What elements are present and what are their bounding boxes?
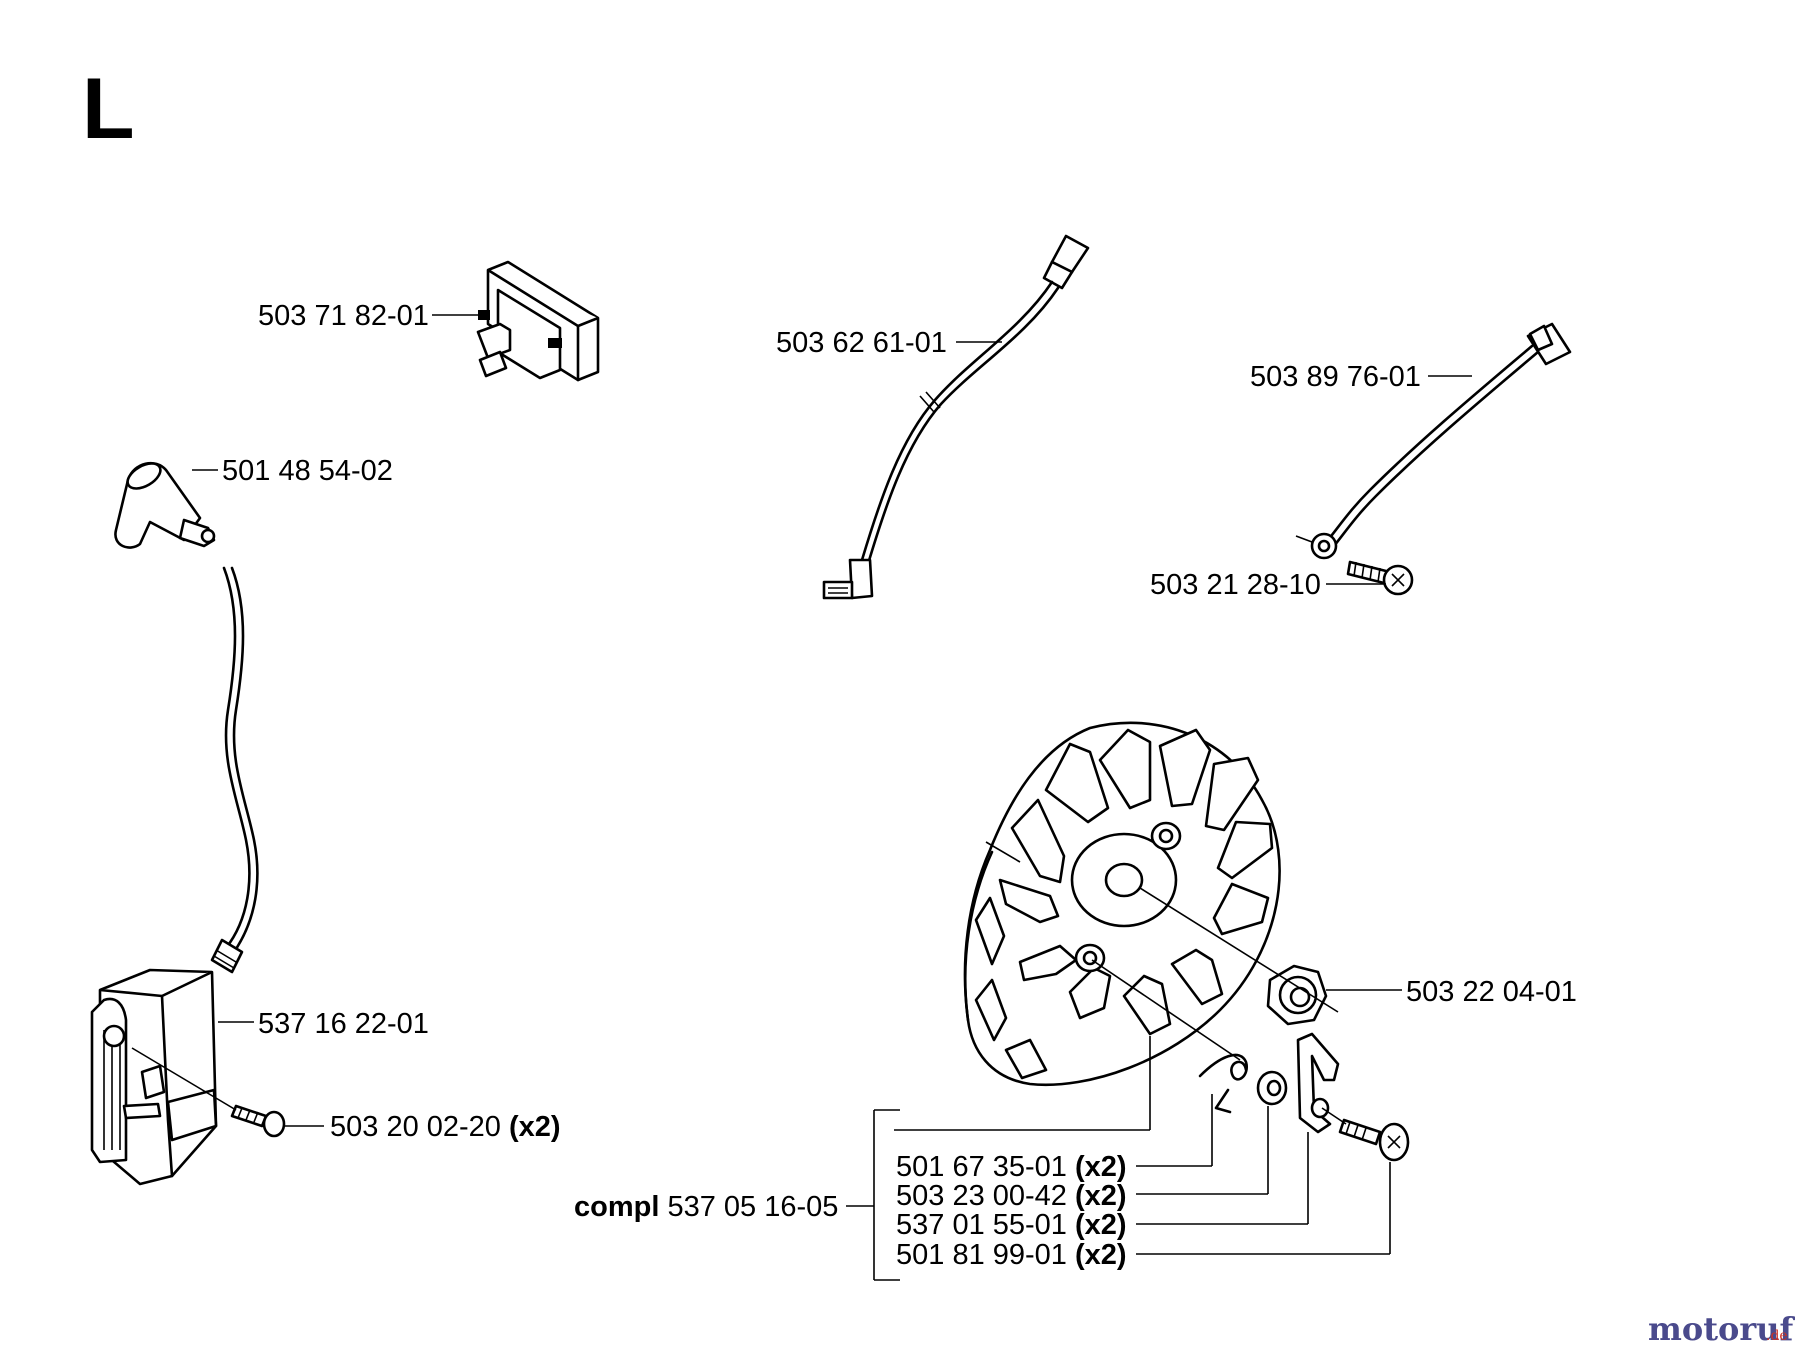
module-screw-qty: (x2) xyxy=(509,1111,561,1143)
part-label-ignition-module: 537 16 22-01 xyxy=(258,1008,429,1040)
part-label-flywheel-nut: 503 22 04-01 xyxy=(1406,976,1577,1008)
watermark-logo: motoruf .de xyxy=(1648,1310,1795,1348)
part-label-pawl: 537 01 55-01 (x2) xyxy=(896,1209,1127,1241)
part-label-pawl-screw: 501 81 99-01 (x2) xyxy=(896,1239,1127,1271)
flywheel-nut-drawing xyxy=(1266,964,1328,1026)
washer-qty: (x2) xyxy=(1075,1180,1127,1212)
ignition-cable-drawing xyxy=(1295,322,1572,560)
ht-lead-drawing xyxy=(210,566,259,974)
watermark-brand: motoruf xyxy=(1648,1310,1795,1348)
flywheel-drawing xyxy=(963,721,1281,1087)
part-label-spark-cap: 501 48 54-02 xyxy=(222,455,393,487)
pawl-qty: (x2) xyxy=(1075,1209,1127,1241)
watermark-tld: .de xyxy=(1766,1328,1788,1344)
leader-flywheel-axis xyxy=(1139,887,1339,1013)
part-label-screw-right: 503 21 28-10 xyxy=(1150,569,1321,601)
spring-qty: (x2) xyxy=(1075,1151,1127,1183)
part-label-spring: 501 67 35-01 (x2) xyxy=(896,1151,1127,1183)
pawl-screw-qty: (x2) xyxy=(1075,1239,1127,1271)
compl-prefix: compl xyxy=(574,1191,659,1223)
pawl-drawing xyxy=(1296,1032,1340,1134)
spark-plug-cap-drawing xyxy=(114,461,216,549)
part-label-washer: 503 23 00-42 (x2) xyxy=(896,1180,1127,1212)
part-label-cable-right: 503 89 76-01 xyxy=(1250,361,1421,393)
part-label-cable-left: 503 62 61-01 xyxy=(776,327,947,359)
pawl-screw-drawing xyxy=(1338,1118,1410,1162)
section-letter: L xyxy=(82,61,135,157)
pawl-number: 537 01 55-01 xyxy=(896,1209,1067,1241)
part-label-switch: 503 71 82-01 xyxy=(258,300,429,332)
leader-module-screw-axis xyxy=(131,1047,237,1111)
stop-switch-drawing xyxy=(476,260,600,382)
part-label-compl: compl 537 05 16-05 xyxy=(574,1191,838,1223)
screw-right-drawing xyxy=(1346,560,1414,596)
module-screw-drawing xyxy=(230,1104,286,1138)
leader-pawl-axis xyxy=(1091,959,1241,1061)
short-circuit-cable-drawing xyxy=(822,234,1090,600)
spring-drawing xyxy=(1198,1053,1248,1114)
washer-number: 503 23 00-42 xyxy=(896,1180,1067,1212)
compl-number: 537 05 16-05 xyxy=(667,1191,838,1223)
pawl-screw-number: 501 81 99-01 xyxy=(896,1239,1067,1271)
washer-drawing xyxy=(1256,1070,1288,1106)
module-screw-number: 503 20 02-20 xyxy=(330,1111,501,1143)
ignition-module-drawing xyxy=(90,968,218,1186)
leader-pawl-screw-axis xyxy=(1321,1107,1347,1125)
compl-bracket xyxy=(846,1036,1391,1281)
part-label-module-screw: 503 20 02-20 (x2) xyxy=(330,1111,561,1143)
spring-number: 501 67 35-01 xyxy=(896,1151,1067,1183)
